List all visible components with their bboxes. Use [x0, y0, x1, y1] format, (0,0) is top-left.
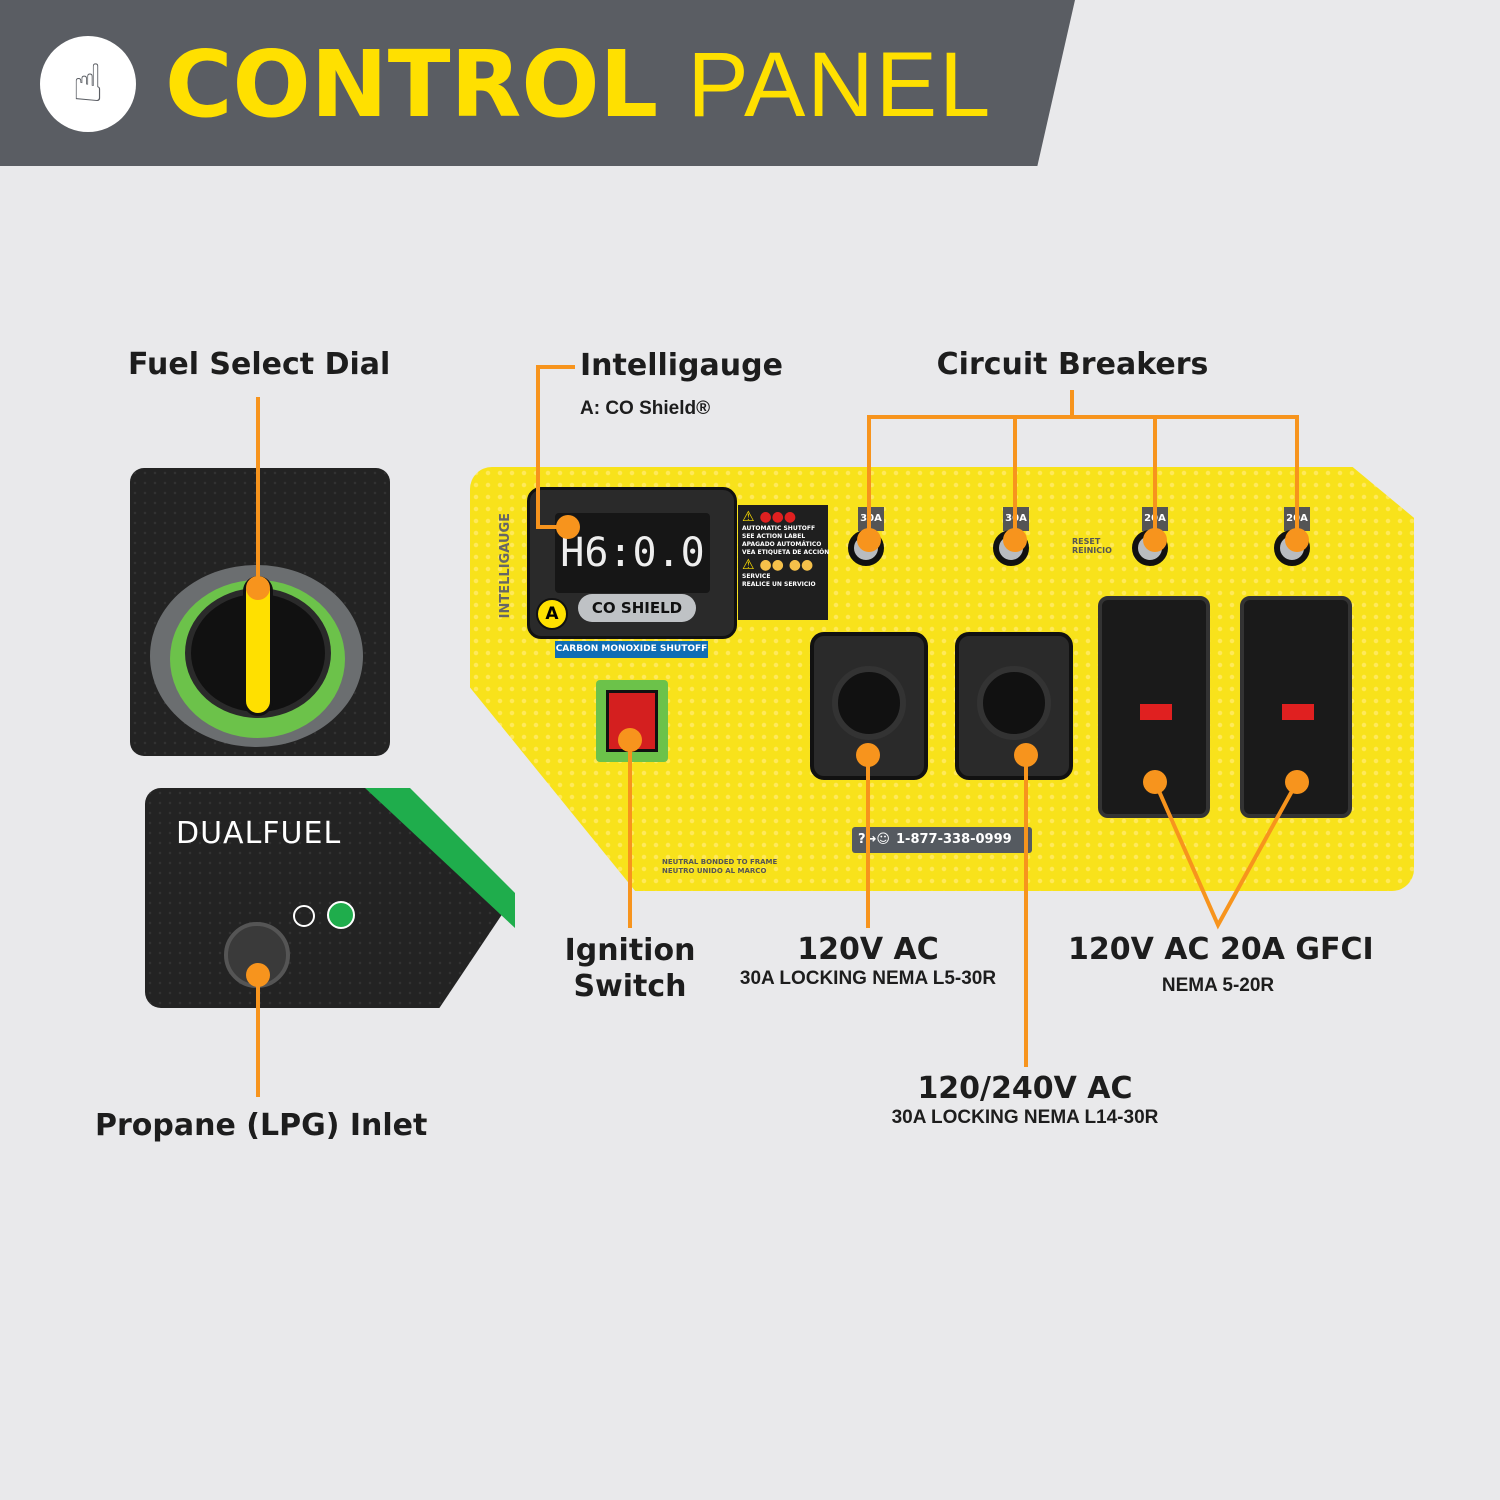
service-icon: ⚠ ●● ●● — [742, 557, 814, 573]
co-shutoff-band: CARBON MONOXIDE SHUTOFF — [555, 641, 708, 658]
warning-label: ⚠ ●●● AUTOMATIC SHUTOFF SEE ACTION LABEL… — [738, 505, 830, 620]
warning-text: REALICE UN SERVICIO — [742, 581, 816, 588]
label-propane-inlet: Propane (LPG) Inlet — [95, 1108, 428, 1143]
warning-text: AUTOMATIC SHUTOFF — [742, 525, 816, 532]
label-240v-sub: 30A LOCKING NEMA L14-30R — [891, 1107, 1159, 1128]
header-banner — [0, 0, 1075, 166]
hand-pointer-icon: ☝ — [40, 36, 136, 132]
label-circuit-breakers: Circuit Breakers — [936, 347, 1209, 382]
dual-fuel-logo: DUALFUEL — [176, 816, 342, 851]
label-120v-sub: 30A LOCKING NEMA L5-30R — [739, 968, 997, 989]
label-120v: 120V AC — [797, 932, 939, 967]
propane-inlet[interactable] — [224, 922, 290, 988]
label-intelligauge: Intelligauge — [580, 348, 783, 383]
label-gfci: 120V AC 20A GFCI — [1068, 932, 1374, 967]
co-shield-logo: CO SHIELD — [578, 594, 696, 622]
label-240v: 120/240V AC — [917, 1071, 1133, 1106]
page-title: CONTROL PANEL — [165, 31, 993, 138]
phone-number: 1-877-338-0999 — [896, 832, 1012, 847]
warning-text: APAGADO AUTOMÁTICO — [742, 541, 822, 548]
warning-icon: ⚠ ●●● — [742, 509, 797, 525]
support-phone: ?→☺1-877-338-0999 — [852, 827, 1032, 853]
label-fuel-select: Fuel Select Dial — [128, 347, 391, 382]
propane-tank-icon — [327, 901, 355, 929]
display-readout: H6:0.0 — [555, 513, 710, 593]
warning-text: SERVICE — [742, 573, 771, 580]
warning-text: VEA ETIQUETA DE ACCIÓN — [742, 549, 830, 556]
marker-a: A — [536, 598, 568, 630]
outlet-l14-30r[interactable] — [955, 632, 1073, 780]
warning-text: SEE ACTION LABEL — [742, 533, 806, 540]
label-co-shield: A: CO Shield® — [580, 398, 711, 419]
label-gfci-sub: NEMA 5-20R — [1161, 975, 1275, 996]
gauge-icon — [293, 905, 315, 927]
